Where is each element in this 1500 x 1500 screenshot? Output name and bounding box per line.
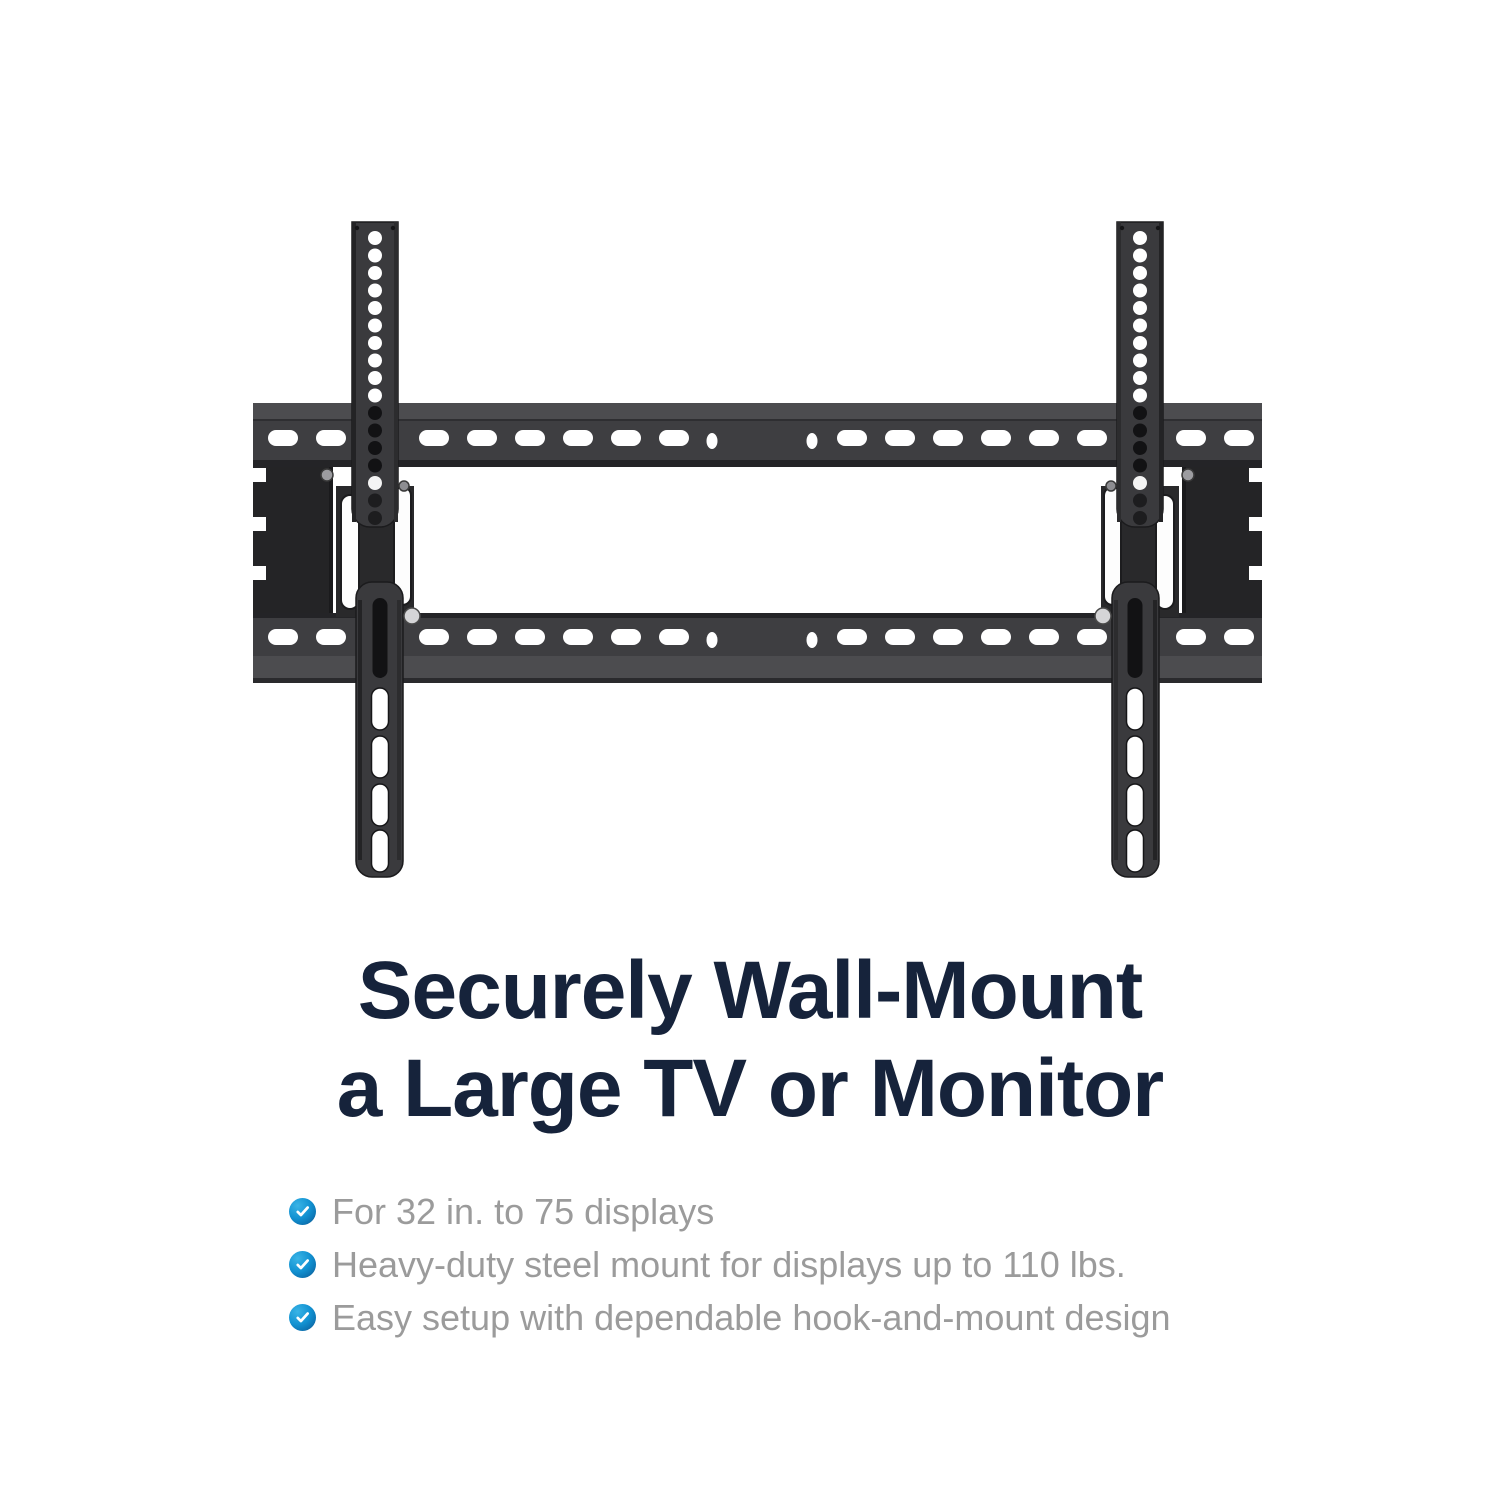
check-circle-icon <box>289 1304 316 1331</box>
bolt <box>320 468 334 482</box>
upper-strap-holes <box>368 231 382 525</box>
tilt-plate <box>336 486 414 617</box>
lower-strap-slots <box>370 687 390 873</box>
headline-line-2: a Large TV or Monitor <box>336 1042 1164 1134</box>
wall-plate-end-cap-right <box>1182 403 1262 683</box>
wall-plate-end-cap-left <box>253 403 333 683</box>
upper-strap <box>351 221 399 528</box>
headline: Securely Wall-Mount a Large TV or Monito… <box>0 942 1500 1137</box>
check-circle-icon <box>289 1198 316 1225</box>
feature-item: For 32 in. to 75 displays <box>289 1191 1171 1233</box>
feature-text: For 32 in. to 75 displays <box>332 1191 715 1232</box>
bolt <box>403 607 421 625</box>
feature-item: Easy setup with dependable hook-and-moun… <box>289 1297 1171 1339</box>
feature-list: For 32 in. to 75 displays Heavy-duty ste… <box>289 1191 1171 1350</box>
bolt <box>398 480 410 492</box>
check-circle-icon <box>289 1251 316 1278</box>
feature-text: Easy setup with dependable hook-and-moun… <box>332 1297 1171 1338</box>
wall-plate-bottom-rail <box>253 613 1262 683</box>
vesa-arm-right <box>1095 222 1194 877</box>
lower-strap <box>355 581 404 878</box>
headline-line-1: Securely Wall-Mount <box>357 945 1143 1036</box>
bottom-rail-mounting-slots <box>268 629 1254 648</box>
top-rail-mounting-slots <box>268 430 1254 449</box>
feature-item: Heavy-duty steel mount for displays up t… <box>289 1244 1171 1286</box>
vesa-arm-left <box>320 221 421 878</box>
wall-plate-top-rail <box>253 403 1262 467</box>
feature-text: Heavy-duty steel mount for displays up t… <box>332 1244 1126 1285</box>
